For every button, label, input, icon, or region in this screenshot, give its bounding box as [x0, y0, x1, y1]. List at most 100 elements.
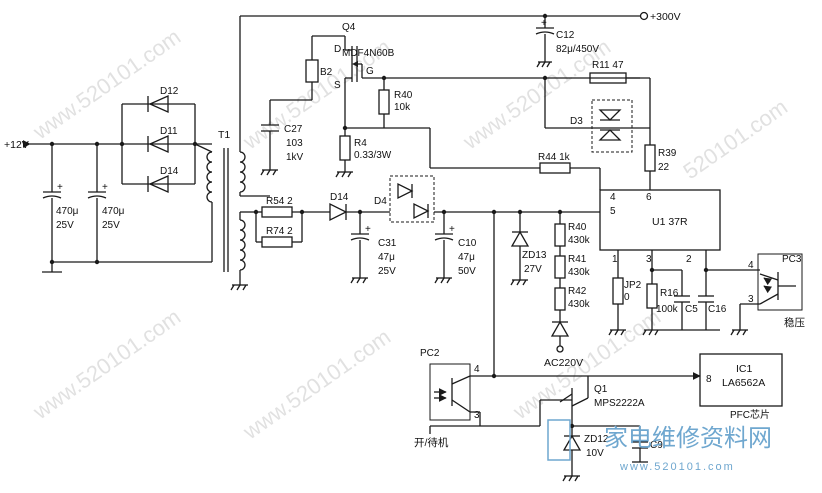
c10-value: 47μ: [458, 252, 475, 263]
c27-voltage: 1kV: [286, 152, 304, 163]
rail-300v: +300V: [239, 11, 681, 152]
r16-value: 100k: [656, 304, 679, 315]
ic-ic1: IC1 LA6562A 8 PFC芯片: [699, 353, 783, 421]
c31-voltage: 25V: [378, 266, 396, 277]
net-label-12v: +12V: [4, 139, 29, 151]
r4-ref: R4: [354, 138, 367, 149]
pc2-pin-3: 3: [474, 410, 480, 421]
diode-bank: D12 D11 D14: [121, 86, 196, 194]
u1-pin-5: 5: [610, 206, 616, 217]
brand-url: www.520101.com: [619, 461, 735, 473]
r40a-ref: R40: [394, 90, 413, 101]
resistor-r39: R39 22: [644, 144, 677, 190]
resistor-r54: R54 2: [261, 196, 293, 218]
c31-value: 47μ: [378, 252, 395, 263]
u1-pin-3: 3: [646, 254, 652, 265]
r4-value: 0.33/3W: [354, 150, 392, 161]
watermark-text: www.520101.com: [238, 324, 395, 445]
c27-value: 103: [286, 138, 303, 149]
capacitor-c31: + C31 47μ 25V: [350, 212, 397, 284]
net-label-300v: +300V: [650, 11, 681, 23]
capacitor-c10: + C10 47μ 50V: [434, 212, 477, 284]
c16-label: C16: [708, 304, 727, 315]
b2-label: B2: [320, 67, 333, 78]
c9-label: C9: [650, 440, 663, 451]
capacitor-c9: C9: [632, 426, 663, 463]
jp2-ref: JP2: [624, 280, 642, 291]
q1-ref: Q1: [594, 384, 608, 395]
brand-name: 家电维修资料网: [604, 425, 772, 452]
d12-label: D12: [160, 86, 179, 97]
d4-label: D4: [374, 196, 387, 207]
brand-watermark: 家电维修资料网 www.520101.com: [547, 419, 772, 473]
c31-ref: C31: [378, 238, 397, 249]
jp2-value: 0: [624, 292, 630, 303]
net-label-ac220v: AC220V: [544, 357, 583, 369]
r42-value: 430k: [568, 299, 591, 310]
q4-ref: Q4: [342, 22, 356, 33]
d11-label: D11: [160, 126, 178, 137]
diode-d14: D14: [310, 192, 390, 222]
ic1-pin-8: 8: [706, 374, 712, 385]
r40b-value: 430k: [568, 235, 591, 246]
zener-zd12: ZD12 10V: [562, 426, 609, 482]
net-label-standby: 开/待机: [414, 436, 449, 449]
u1-label: U1 37R: [652, 216, 688, 228]
pc3-pin-4: 4: [748, 260, 754, 271]
c470b-voltage: 25V: [102, 220, 120, 231]
zd12-ref: ZD12: [584, 434, 609, 445]
r16-ref: R16: [660, 288, 679, 299]
r41-value: 430k: [568, 267, 591, 278]
r39-value: 22: [658, 162, 670, 173]
q1-part: MPS2222A: [594, 398, 645, 409]
c470b-value: 470μ: [102, 206, 125, 217]
r39-ref: R39: [658, 148, 677, 159]
t1-label: T1: [218, 129, 230, 141]
resistor-chain-430k: R40 430k R41 430k R42 430k AC220V: [544, 212, 591, 369]
watermark-layer: www.520101.com www.520101.com www.520101…: [28, 24, 792, 445]
u1-bottom-network: JP2 0 R16 100k C5 C16: [608, 250, 760, 336]
zener-zd13: ZD13 27V: [510, 212, 547, 286]
pfc-chip-label: PFC芯片: [730, 408, 770, 421]
q4-pin-s: S: [334, 80, 341, 91]
optocoupler-pc2: PC2 4 3 开/待机: [414, 348, 540, 449]
c10-voltage: 50V: [458, 266, 476, 277]
c10-ref: C10: [458, 238, 477, 249]
ic-u1: U1 37R 4 5 6 1 3 2: [599, 189, 721, 265]
resistor-r74: R74 2: [261, 226, 293, 248]
r40b-ref: R40: [568, 222, 587, 233]
zd12-value: 10V: [586, 448, 604, 459]
c5-label: C5: [685, 304, 698, 315]
u1-pin-6: 6: [646, 192, 652, 203]
resistor-r11: R11 47: [589, 60, 651, 145]
resistor-r4: R4 0.33/3W: [335, 128, 392, 178]
pc3-label: PC3: [782, 254, 802, 265]
watermark-text: 520101.com: [679, 94, 793, 184]
capacitor-470u-b: + 470μ 25V: [87, 144, 125, 262]
q4-part: MDF4N60B: [342, 48, 395, 59]
r42-ref: R42: [568, 286, 587, 297]
ic1-ref: IC1: [736, 363, 753, 375]
r44-label: R44 1k: [538, 152, 571, 163]
svg-text:+: +: [541, 18, 547, 29]
resistor-r44: R44 1k: [538, 152, 571, 174]
net-label-regulation: 稳压: [784, 316, 805, 329]
svg-text:+: +: [102, 182, 108, 193]
r74-label: R74 2: [266, 226, 293, 237]
resistor-r40-10k: R40 10k: [378, 75, 413, 128]
c12-ref: C12: [556, 30, 575, 41]
q4-pin-d: D: [334, 44, 341, 55]
u1-pin-4: 4: [610, 192, 616, 203]
transistor-q1: Q1 MPS2222A: [494, 372, 701, 426]
r41-ref: R41: [568, 254, 587, 265]
pc2-pin-4: 4: [474, 364, 480, 375]
diode-d4: D4: [374, 175, 435, 223]
c12-value: 82μ/450V: [556, 44, 599, 55]
pc3-pin-3: 3: [748, 294, 754, 305]
c470a-value: 470μ: [56, 206, 79, 217]
pc2-label: PC2: [420, 348, 440, 359]
rail-12v: +12V: [4, 139, 212, 151]
transformer-t1: T1: [206, 129, 248, 291]
capacitor-c12: + C12 82μ/450V: [535, 16, 599, 68]
